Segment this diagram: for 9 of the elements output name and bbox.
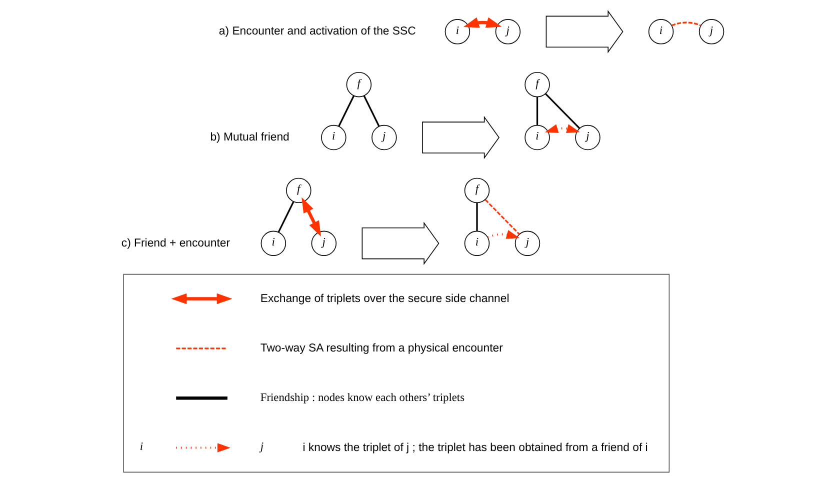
legend-label: i knows the triplet of j ; the triplet has been obtained from a friend of i [302, 442, 648, 454]
legend-label: Two-way SA resulting from a physical encounter [260, 342, 503, 354]
label: j [260, 440, 264, 453]
legend-label: Friendship : nodes know each others’ triplets [260, 392, 465, 404]
label: i [140, 440, 144, 453]
label: c) Friend + encounter [121, 237, 230, 250]
label: b) Mutual friend [210, 132, 290, 144]
legend-label: Exchange of triplets over the secure side channel [260, 292, 510, 305]
label: a) Encounter and activation of the SSC [218, 26, 416, 38]
